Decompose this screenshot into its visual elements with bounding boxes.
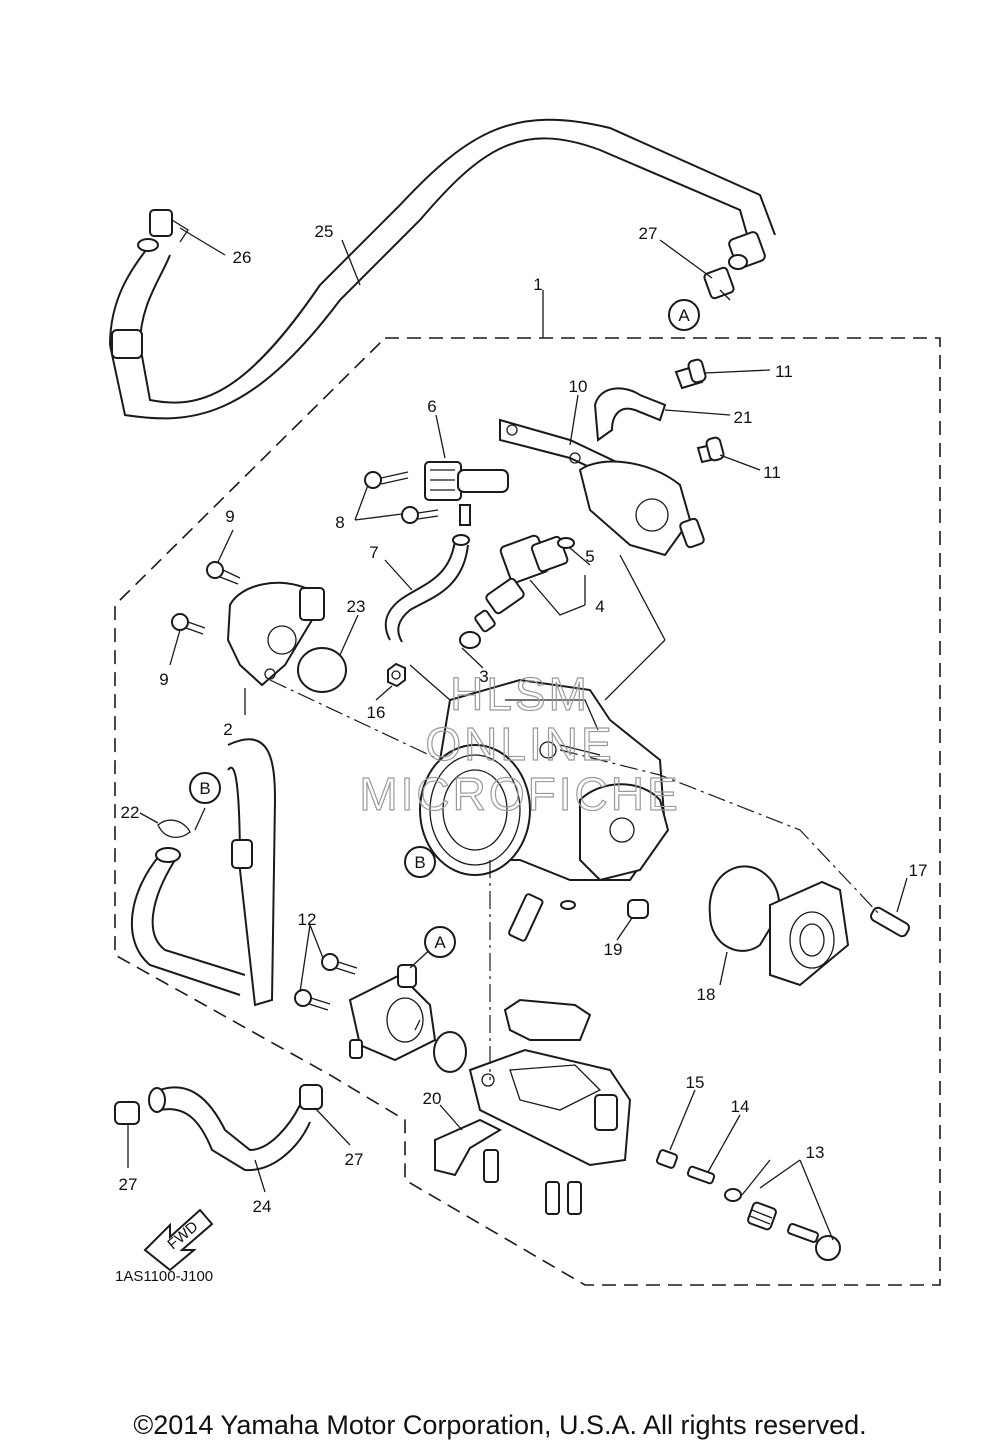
grommet-3 <box>459 631 481 649</box>
adjust-13 <box>724 1188 841 1261</box>
screw-8-upper <box>364 471 409 489</box>
nut-16 <box>387 662 406 688</box>
screw-9-upper <box>206 561 241 585</box>
callout-2: 2 <box>223 720 232 739</box>
callout-22: 22 <box>121 803 140 822</box>
svg-text:ONLINE: ONLINE <box>425 718 614 770</box>
hose-7 <box>384 534 470 643</box>
callout-6: 6 <box>427 397 436 416</box>
callout-27-right: 27 <box>345 1150 364 1169</box>
screw-17 <box>870 906 910 938</box>
screw-8-lower <box>401 506 439 524</box>
isc-valve <box>578 460 705 557</box>
clip-22 <box>157 819 191 838</box>
svg-text:B: B <box>199 779 210 798</box>
bracket-21 <box>593 387 667 442</box>
callout-12: 12 <box>298 910 317 929</box>
callout-27-left: 27 <box>119 1175 138 1194</box>
fwd-arrow-icon: FWD <box>143 1208 214 1272</box>
hose-24 <box>148 1086 311 1172</box>
throttle-body-exploded-diagram: FWD <box>109 118 941 1286</box>
callout-9-lower: 9 <box>159 670 168 689</box>
clip-27-right <box>299 1084 323 1110</box>
cover-plate <box>769 880 850 987</box>
svg-text:HLSM: HLSM <box>450 668 590 720</box>
callout-21: 21 <box>734 408 753 427</box>
screw-11-mid <box>696 436 725 464</box>
sensor-6 <box>424 461 509 526</box>
o-ring-23 <box>297 647 347 693</box>
callout-19: 19 <box>604 940 623 959</box>
leader-lines <box>127 227 908 1241</box>
watermark: HLSM ONLINE MICROFICHE <box>359 667 680 820</box>
svg-text:A: A <box>678 306 690 325</box>
callout-7: 7 <box>369 543 378 562</box>
throttle-body <box>419 678 670 882</box>
tps-2 <box>226 581 325 687</box>
callout-15: 15 <box>686 1073 705 1092</box>
callout-26: 26 <box>233 248 252 267</box>
plug-19 <box>627 899 649 919</box>
screw-9-lower <box>171 613 206 635</box>
lower-body <box>468 1048 632 1167</box>
injector-4 <box>474 534 569 633</box>
callout-4: 4 <box>595 597 604 616</box>
callout-17: 17 <box>909 861 928 880</box>
ref-marker-b-left: B <box>189 772 221 804</box>
callout-14: 14 <box>731 1097 750 1116</box>
callout-11-lower: 11 <box>763 463 781 482</box>
ref-marker-b-body: B <box>404 846 436 878</box>
callout-16: 16 <box>367 703 386 722</box>
o-ring-lower <box>433 1031 467 1073</box>
callout-24: 24 <box>253 1197 272 1216</box>
callout-1: 1 <box>533 275 542 294</box>
svg-text:MICROFICHE: MICROFICHE <box>359 768 680 820</box>
svg-text:B: B <box>414 853 425 872</box>
callout-10: 10 <box>569 377 588 396</box>
screw-12-lower <box>294 989 331 1011</box>
gasket-18 <box>708 865 780 952</box>
spring-15 <box>655 1149 679 1169</box>
bolt-body <box>508 893 576 942</box>
callout-11-upper: 11 <box>775 362 793 381</box>
gasket-lower <box>503 998 592 1041</box>
callout-18: 18 <box>697 985 716 1004</box>
callout-20: 20 <box>423 1089 442 1108</box>
callout-25: 25 <box>315 222 334 241</box>
callout-8: 8 <box>335 513 344 532</box>
drawing-code: 1AS1100-J100 <box>115 1268 213 1285</box>
clip-27-left <box>114 1101 140 1125</box>
svg-text:A: A <box>434 933 446 952</box>
bracket-20 <box>434 1118 503 1177</box>
callout-13: 13 <box>806 1143 825 1162</box>
copyright-notice: ©2014 Yamaha Motor Corporation, U.S.A. A… <box>133 1410 867 1440</box>
clip-26 <box>149 209 189 243</box>
screw-11-top <box>674 358 707 390</box>
joint <box>348 964 437 1062</box>
screw-12-upper <box>321 953 358 975</box>
callout-9-upper: 9 <box>225 507 234 526</box>
hose-25 <box>109 118 776 420</box>
screws-lower <box>483 1149 582 1215</box>
ref-marker-a-lower: A <box>424 926 456 958</box>
callout-23: 23 <box>347 597 366 616</box>
callout-labels: 1 2 3 4 5 6 7 8 9 9 10 11 11 12 13 14 15… <box>119 222 928 1216</box>
callout-5: 5 <box>585 547 594 566</box>
o-ring-5 <box>557 537 575 549</box>
clip-27-top <box>703 266 735 301</box>
callout-3: 3 <box>479 667 488 686</box>
assembly-boundary <box>114 337 941 1286</box>
ref-marker-a-top: A <box>668 299 700 331</box>
callout-27-top: 27 <box>639 224 658 243</box>
hose-b <box>130 738 277 1007</box>
pin-14 <box>686 1165 716 1185</box>
